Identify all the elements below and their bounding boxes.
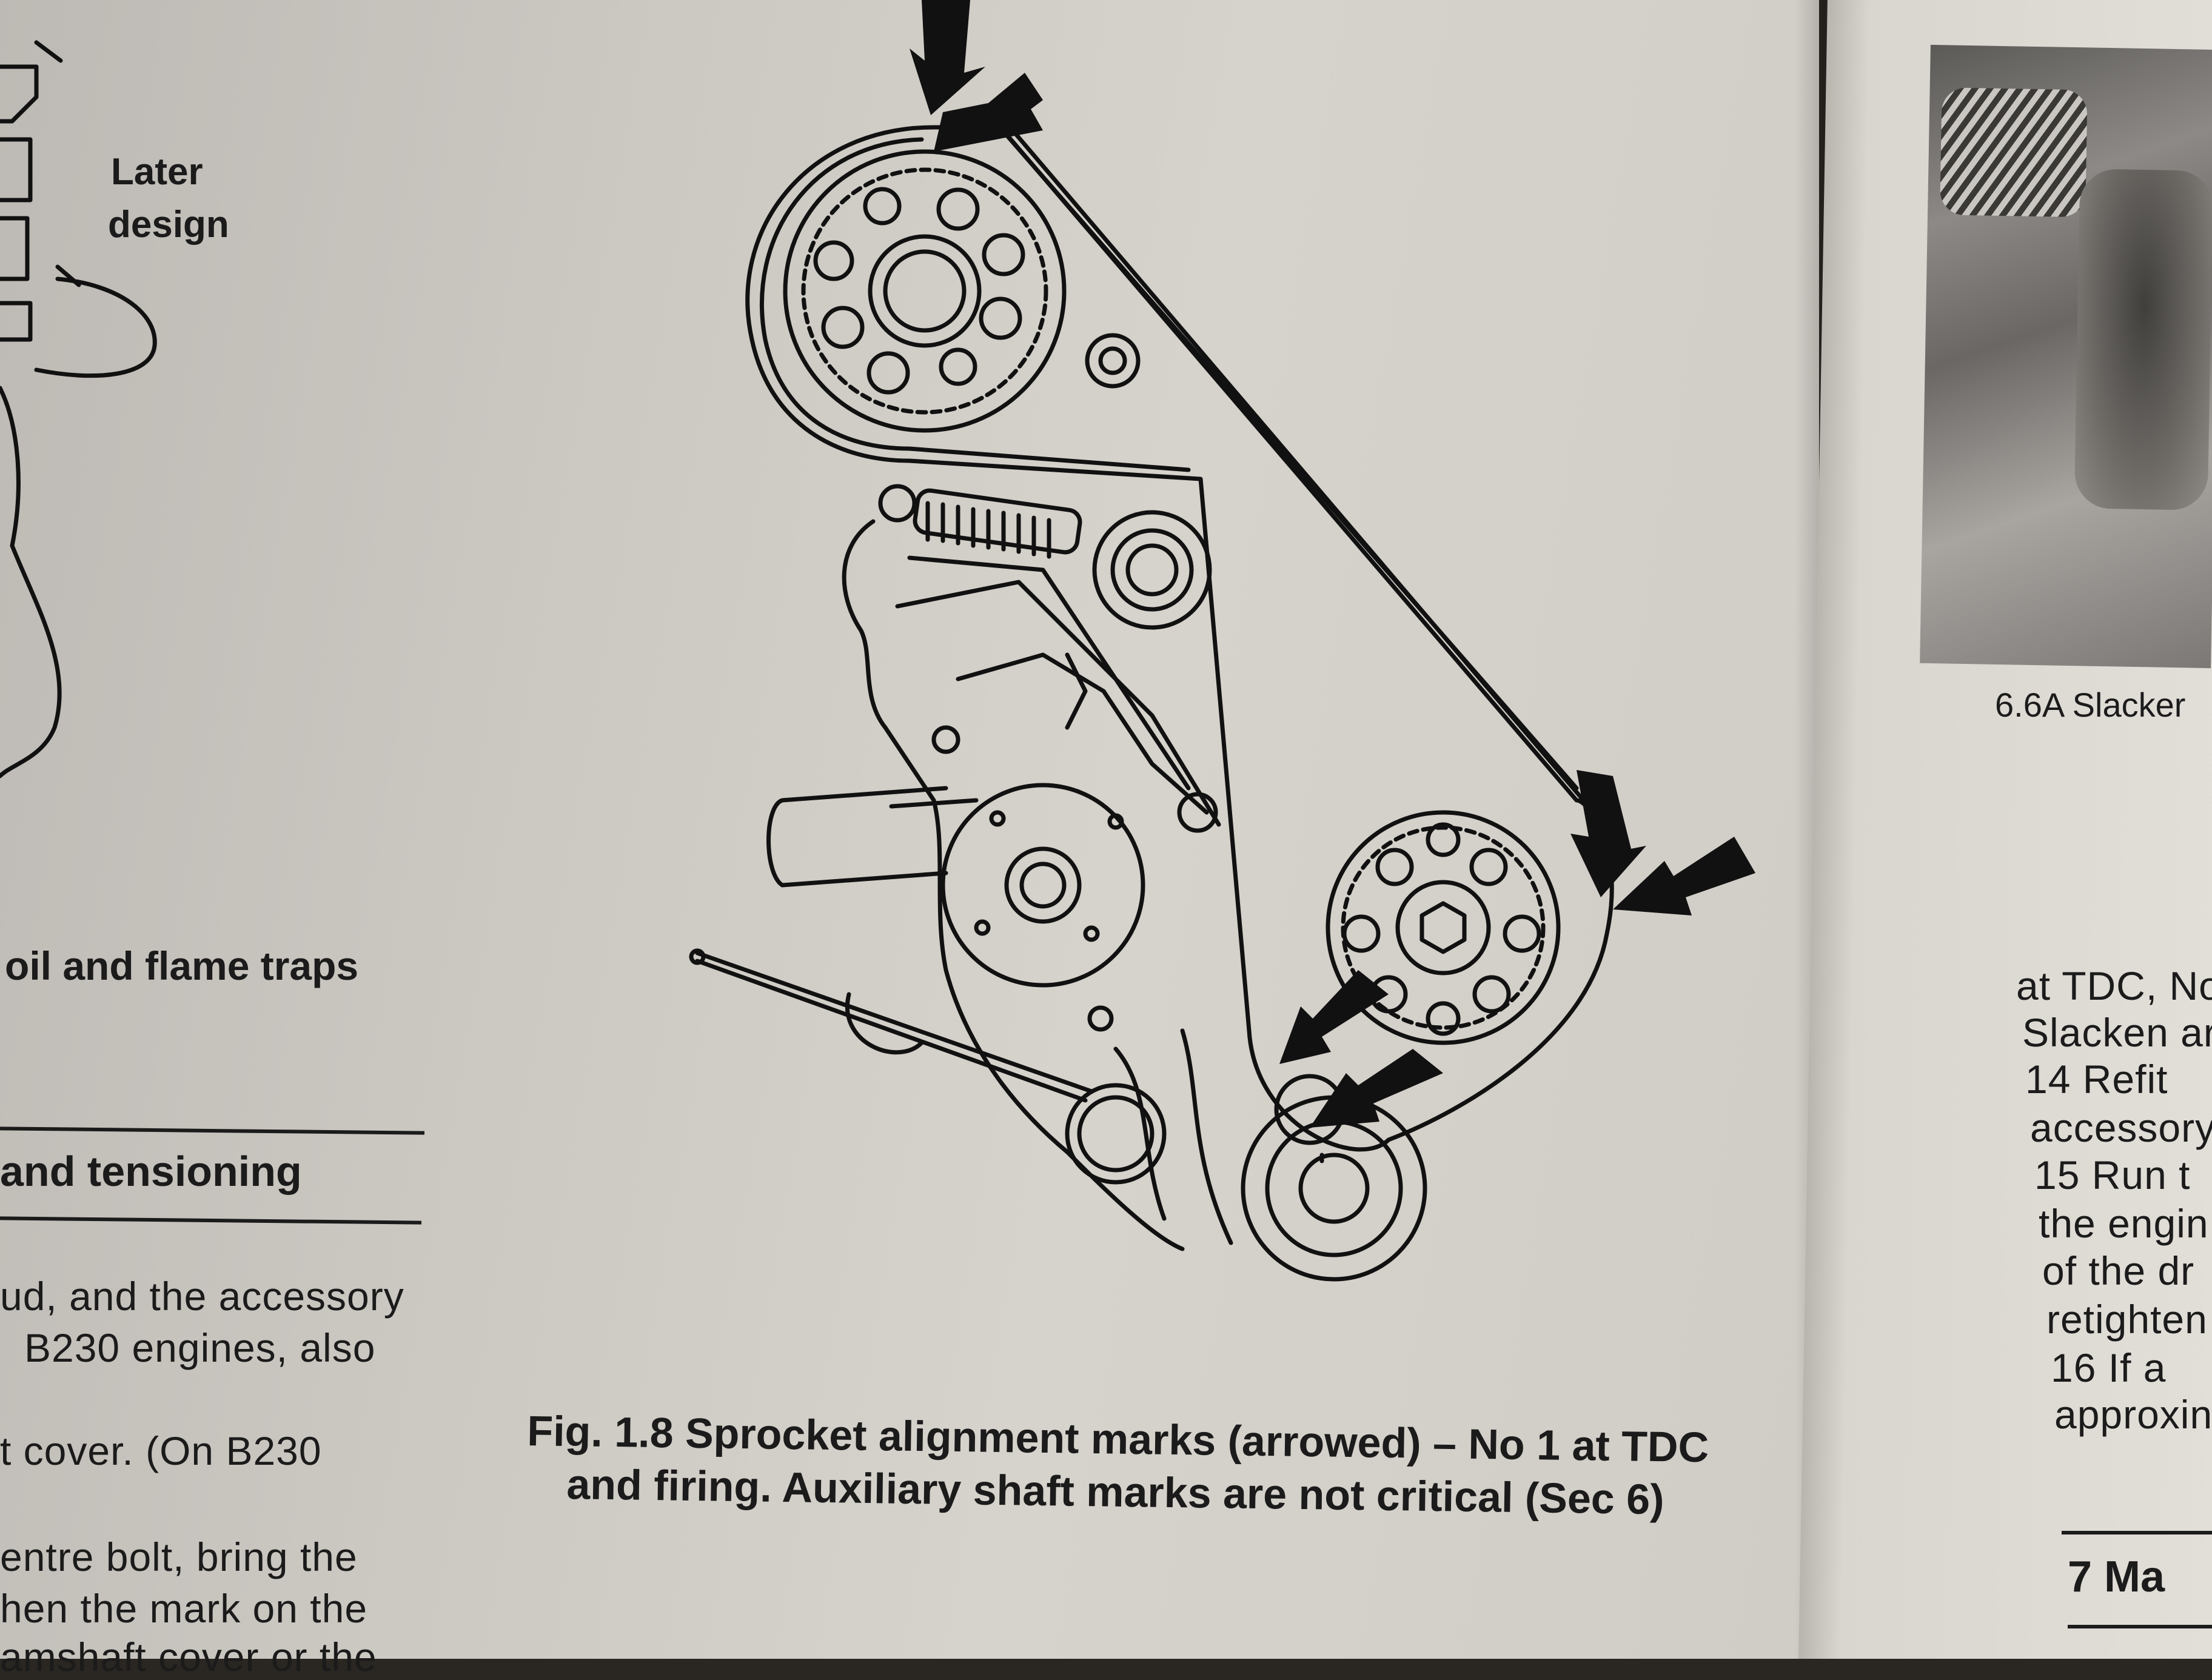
alignment-arrow-1 (910, 0, 985, 115)
water-pump (766, 783, 1145, 988)
timing-belt (745, 125, 1614, 1152)
alignment-arrow-6 (1310, 1049, 1443, 1128)
right-body-line: approxin (2054, 1392, 2212, 1437)
body-line: amshaft cover or the (0, 1635, 377, 1679)
right-body-line: 15 Run t (2034, 1153, 2191, 1197)
right-body-line: 14 Refit (2025, 1057, 2168, 1102)
figure-caption-traps: oil and flame traps (5, 943, 359, 988)
right-body-line: of the dr (2042, 1248, 2195, 1293)
alignment-arrow-4 (1613, 837, 1755, 915)
body-line: entre bolt, bring the (0, 1534, 358, 1579)
photo-caption: 6.6A Slacker (1995, 686, 2186, 724)
body-line: ud, and the accessory (0, 1274, 404, 1319)
right-body-line: at TDC, No (2016, 963, 2212, 1008)
dipstick (695, 951, 1094, 1094)
right-body-line: retighten (2046, 1297, 2208, 1342)
alignment-arrow-5 (1279, 970, 1389, 1064)
right-section-heading: 7 Ma (2068, 1553, 2165, 1601)
right-body-line: accessory (2030, 1105, 2212, 1150)
body-line: t cover. (On B230 (0, 1428, 322, 1473)
right-body-line: Slacken ar (2022, 1010, 2212, 1055)
design-label: design (108, 204, 229, 246)
right-section-rule (2062, 1531, 2212, 1534)
later-design-detail-drawing (0, 40, 157, 778)
body-line: B230 engines, also (24, 1325, 376, 1370)
alignment-arrow-2 (934, 73, 1043, 152)
auxiliary-shaft-sprocket (1326, 810, 1561, 1045)
camshaft-sprocket (783, 149, 1067, 433)
alignment-arrow-3 (1570, 770, 1646, 897)
section-heading: and tensioning (0, 1148, 302, 1195)
body-line: hen the mark on the (0, 1586, 368, 1631)
later-label: Later (111, 151, 203, 193)
right-body-line: the engin (2039, 1201, 2209, 1246)
left-page (0, 0, 1819, 1659)
right-body-line: 16 If a (2051, 1345, 2167, 1390)
belt-tensioner (878, 484, 1212, 630)
right-section-rule-bottom (2068, 1625, 2212, 1628)
